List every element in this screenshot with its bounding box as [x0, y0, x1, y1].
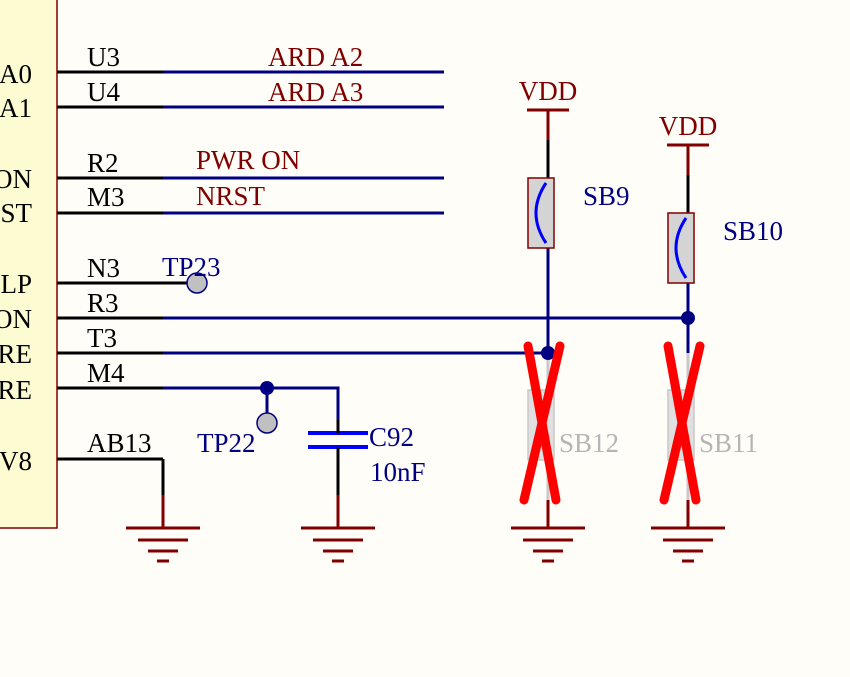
ic-pin-stubs — [57, 70, 188, 461]
ic-pin-name-a1: A1 — [0, 93, 32, 123]
ic-pin-name-re-2: RE — [0, 375, 32, 405]
net-label-ard-a2: ARD A2 — [268, 42, 363, 72]
ground-stems — [161, 495, 690, 528]
ground-symbol-sb12 — [511, 526, 585, 563]
sb9-label: SB9 — [583, 181, 630, 211]
vdd-port-right — [667, 143, 709, 213]
ic-pin-name-v8: V8 — [0, 446, 32, 476]
ground-symbol-c92 — [301, 526, 375, 563]
net-label-nrst: NRST — [196, 181, 266, 211]
sb9-arc — [534, 182, 548, 244]
ic-pin-name-a0: A0 — [0, 59, 32, 89]
tp22-test-point — [256, 412, 278, 434]
pin-number-ab13: AB13 — [87, 428, 152, 458]
ic-pin-name-on: ON — [0, 164, 32, 194]
pin-number-n3: N3 — [87, 253, 120, 283]
ic-pin-name-lp: LP — [0, 269, 32, 299]
c92-label: C92 — [369, 422, 414, 452]
sb10-label: SB10 — [723, 216, 783, 246]
sb10-solder-bridge — [667, 212, 695, 284]
sb12-label: SB12 — [559, 428, 619, 458]
junction-dot-t3-sb9 — [541, 346, 555, 360]
pin-number-m4: M4 — [87, 358, 125, 388]
tp23-label: TP23 — [162, 252, 221, 282]
net-label-pwr-on: PWR ON — [196, 145, 300, 175]
vdd-label-left: VDD — [519, 76, 578, 106]
ic-pin-name-st: ST — [0, 198, 32, 228]
c92-value: 10nF — [370, 457, 426, 487]
tp23-test-point — [186, 272, 208, 294]
dnp-cross-sb12 — [519, 341, 565, 505]
ground-symbol-ab13 — [126, 526, 200, 563]
vdd-label-right: VDD — [659, 111, 718, 141]
pin-number-u3: U3 — [87, 42, 120, 72]
pin-number-r3: R3 — [87, 288, 119, 318]
net-label-ard-a3: ARD A3 — [268, 77, 363, 107]
sb9-solder-bridge — [527, 177, 555, 249]
junction-dot-r3-sb10 — [681, 311, 695, 325]
ic-body — [0, 0, 58, 529]
sb11-label: SB11 — [699, 428, 758, 458]
sb10-arc — [674, 217, 688, 279]
vdd-port-left — [527, 108, 569, 178]
ic-pin-name-on-2: ON — [0, 304, 32, 334]
pin-number-u4: U4 — [87, 77, 120, 107]
pin-number-t3: T3 — [87, 323, 117, 353]
ground-leads — [161, 451, 340, 495]
ground-symbol-sb11 — [651, 526, 725, 563]
wires — [163, 70, 690, 420]
pin-number-r2: R2 — [87, 148, 119, 178]
wire-m4-to-c92 — [163, 386, 340, 420]
dnp-cross-sb11 — [659, 341, 705, 505]
pin-number-m3: M3 — [87, 182, 125, 212]
tp22-label: TP22 — [197, 428, 256, 458]
junction-dot-m4-tp22 — [260, 381, 274, 395]
c92-capacitor — [308, 431, 368, 449]
ic-pin-name-re: RE — [0, 339, 32, 369]
